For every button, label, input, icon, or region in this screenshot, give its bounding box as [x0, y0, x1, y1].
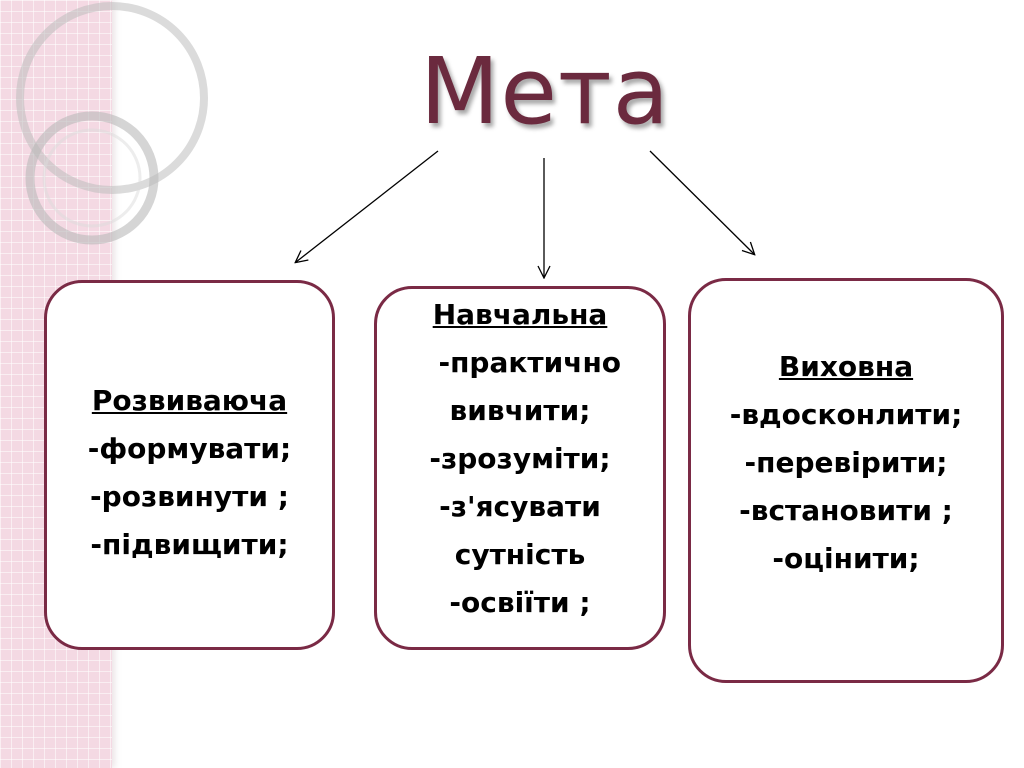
box-item: -вдосконлити;: [729, 398, 963, 431]
box-item: -з'ясувати: [439, 490, 601, 523]
box-item: вивчити;: [449, 394, 591, 427]
box-item: -підвищити;: [90, 528, 289, 561]
arrow-right: [649, 150, 754, 254]
box-item: -розвинути ;: [90, 480, 289, 513]
goal-box-developing: Розвиваюча -формувати; -розвинути ; -під…: [44, 280, 335, 650]
box-item: -встановити ;: [739, 494, 953, 527]
box-heading: Виховна: [778, 350, 914, 383]
decorative-rings: [16, 2, 208, 245]
box-heading: Навчальна: [432, 298, 608, 331]
goal-box-educational: Навчальна -практично вивчити; -зрозуміти…: [374, 286, 666, 650]
box-item: -практично: [418, 346, 622, 379]
box-heading: Розвиваюча: [91, 384, 288, 417]
box-item: -формувати;: [87, 432, 292, 465]
goal-box-upbringing: Виховна -вдосконлити; -перевірити; -вста…: [688, 278, 1004, 683]
box-item: -оцінити;: [772, 542, 920, 575]
box-item: сутність: [454, 538, 586, 571]
box-item: -перевірити;: [744, 446, 948, 479]
box-item: -зрозуміти;: [429, 442, 611, 475]
box-item: -освіїти ;: [449, 586, 591, 619]
arrow-left: [296, 150, 439, 262]
page-title: Мета: [420, 38, 670, 145]
